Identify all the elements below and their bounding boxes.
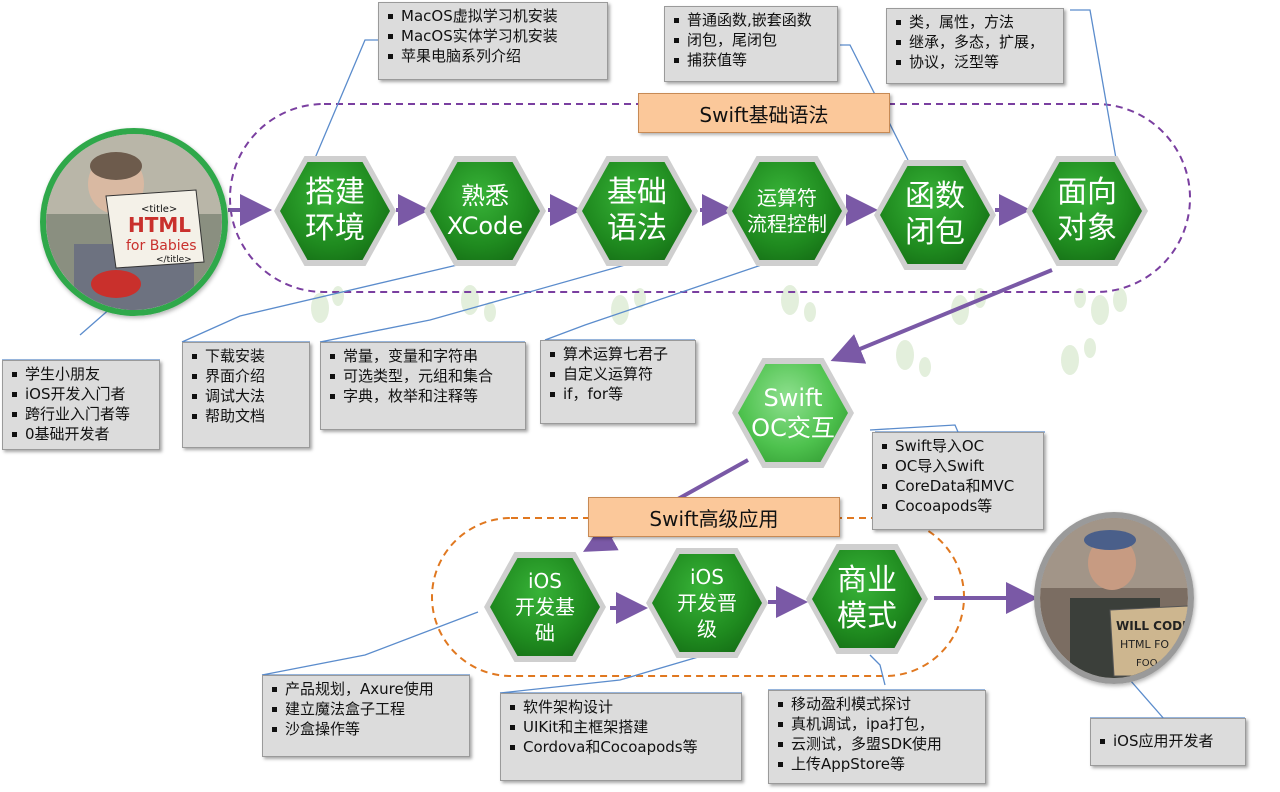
list-item: 闭包，尾闭包 bbox=[673, 30, 831, 50]
functions-details-box: 普通函数,嵌套函数闭包，尾闭包捕获值等 bbox=[664, 6, 838, 82]
list-item: iOS应用开发者 bbox=[1099, 731, 1239, 751]
list-item: 自定义运算符 bbox=[549, 364, 689, 384]
list-item: 帮助文档 bbox=[191, 406, 303, 426]
list-item: 云测试，多盟SDK使用 bbox=[777, 734, 979, 754]
hex-ios-advanced-label: iOS 开发晋 级 bbox=[677, 565, 737, 641]
basic-syntax-banner: Swift基础语法 bbox=[638, 93, 890, 133]
developer-box: iOS应用开发者 bbox=[1090, 718, 1246, 766]
list-item: MacOS虚拟学习机安装 bbox=[387, 6, 601, 26]
footprints-decoration bbox=[311, 285, 1127, 377]
xcode-details-box: 下载安装界面介绍调试大法帮助文档 bbox=[182, 342, 310, 448]
list-item: 普通函数,嵌套函数 bbox=[673, 10, 831, 30]
svg-text:</title>: </title> bbox=[156, 255, 192, 265]
list-item: 算术运算七君子 bbox=[549, 344, 689, 364]
hex-ios-basic: iOS 开发基 础 bbox=[484, 552, 606, 662]
list-item: 0基础开发者 bbox=[11, 424, 153, 444]
hex-xcode: 熟悉 XCode bbox=[424, 156, 546, 266]
list-item: 苹果电脑系列介绍 bbox=[387, 46, 601, 66]
hex-basic-syntax: 基础 语法 bbox=[576, 156, 698, 266]
hex-xcode-label: 熟悉 XCode bbox=[446, 182, 524, 240]
hex-oop-label: 面向 对象 bbox=[1057, 175, 1117, 246]
list-item: 继承，多态，扩展， bbox=[895, 32, 1057, 52]
list-item: 界面介绍 bbox=[191, 366, 303, 386]
baby-with-book-image: <title> HTML for Babies </title> bbox=[46, 134, 222, 310]
list-item: 软件架构设计 bbox=[509, 697, 735, 717]
list-item: 沙盒操作等 bbox=[271, 719, 463, 739]
advanced-banner: Swift高级应用 bbox=[588, 497, 840, 537]
list-item: OC导入Swift bbox=[881, 456, 1037, 476]
basic-syntax-title: Swift基础语法 bbox=[699, 102, 829, 127]
list-item: 协议，泛型等 bbox=[895, 52, 1057, 72]
list-item: iOS开发入门者 bbox=[11, 384, 153, 404]
list-item: Swift导入OC bbox=[881, 436, 1037, 456]
advanced-title: Swift高级应用 bbox=[649, 506, 779, 531]
list-item: UIKit和主框架搭建 bbox=[509, 717, 735, 737]
hex-operators-label: 运算符 流程控制 bbox=[747, 186, 827, 236]
list-item: CoreData和MVC bbox=[881, 476, 1037, 496]
hex-ios-basic-label: iOS 开发基 础 bbox=[515, 569, 575, 645]
list-item: 移动盈利模式探讨 bbox=[777, 694, 979, 714]
list-item: 可选类型，元组和集合 bbox=[329, 366, 519, 386]
list-item: 调试大法 bbox=[191, 386, 303, 406]
list-item: Cocoapods等 bbox=[881, 496, 1037, 516]
list-item: 上传AppStore等 bbox=[777, 754, 979, 774]
list-item: 字典，枚举和注释等 bbox=[329, 386, 519, 406]
list-item: 常量，变量和字符串 bbox=[329, 346, 519, 366]
list-item: 产品规划，Axure使用 bbox=[271, 679, 463, 699]
hex-business-model: 商业 模式 bbox=[806, 544, 928, 654]
hex-ios-advanced: iOS 开发晋 级 bbox=[646, 548, 768, 658]
list-item: 建立魔法盒子工程 bbox=[271, 699, 463, 719]
developer-photo: WILL CODE HTML FO FOO bbox=[1034, 512, 1194, 684]
hex-oop: 面向 对象 bbox=[1026, 156, 1148, 266]
list-item: if，for等 bbox=[549, 384, 689, 404]
hex-operators: 运算符 流程控制 bbox=[726, 156, 848, 266]
list-item: 真机调试，ipa打包， bbox=[777, 714, 979, 734]
hex-oc-interop-label: Swift OC交互 bbox=[751, 384, 835, 442]
ios-basic-details-box: 产品规划，Axure使用建立魔法盒子工程沙盒操作等 bbox=[262, 675, 470, 757]
hex-setup-env: 搭建 环境 bbox=[274, 156, 396, 266]
svg-text:WILL CODE: WILL CODE bbox=[1116, 619, 1188, 633]
list-item: 跨行业入门者等 bbox=[11, 404, 153, 424]
baby-reading-photo: <title> HTML for Babies </title> bbox=[40, 128, 228, 316]
list-item: MacOS实体学习机安装 bbox=[387, 26, 601, 46]
man-with-sign-image: WILL CODE HTML FO FOO bbox=[1040, 518, 1188, 678]
hex-oc-interop: Swift OC交互 bbox=[732, 358, 854, 468]
oop-details-box: 类，属性，方法继承，多态，扩展，协议，泛型等 bbox=[886, 8, 1064, 84]
svg-text:for Babies: for Babies bbox=[126, 238, 197, 254]
syntax-details-box: 常量，变量和字符串可选类型，元组和集合字典，枚举和注释等 bbox=[320, 342, 526, 430]
list-item: 捕获值等 bbox=[673, 50, 831, 70]
list-item: 学生小朋友 bbox=[11, 364, 153, 384]
svg-text:<title>: <title> bbox=[141, 204, 177, 215]
list-item: 类，属性，方法 bbox=[895, 12, 1057, 32]
list-item: Cordova和Cocoapods等 bbox=[509, 737, 735, 757]
svg-text:HTML FO: HTML FO bbox=[1120, 638, 1169, 651]
hex-functions-label: 函数 闭包 bbox=[905, 179, 965, 250]
business-details-box: 移动盈利模式探讨真机调试，ipa打包，云测试，多盟SDK使用上传AppStore… bbox=[768, 690, 986, 784]
hex-setup-env-label: 搭建 环境 bbox=[305, 175, 365, 246]
hex-functions: 函数 闭包 bbox=[874, 160, 996, 270]
hex-business-model-label: 商业 模式 bbox=[837, 563, 897, 634]
svg-text:FOO: FOO bbox=[1136, 658, 1158, 669]
hex-basic-syntax-label: 基础 语法 bbox=[607, 175, 667, 246]
list-item: 下载安装 bbox=[191, 346, 303, 366]
svg-text:HTML: HTML bbox=[128, 213, 191, 237]
